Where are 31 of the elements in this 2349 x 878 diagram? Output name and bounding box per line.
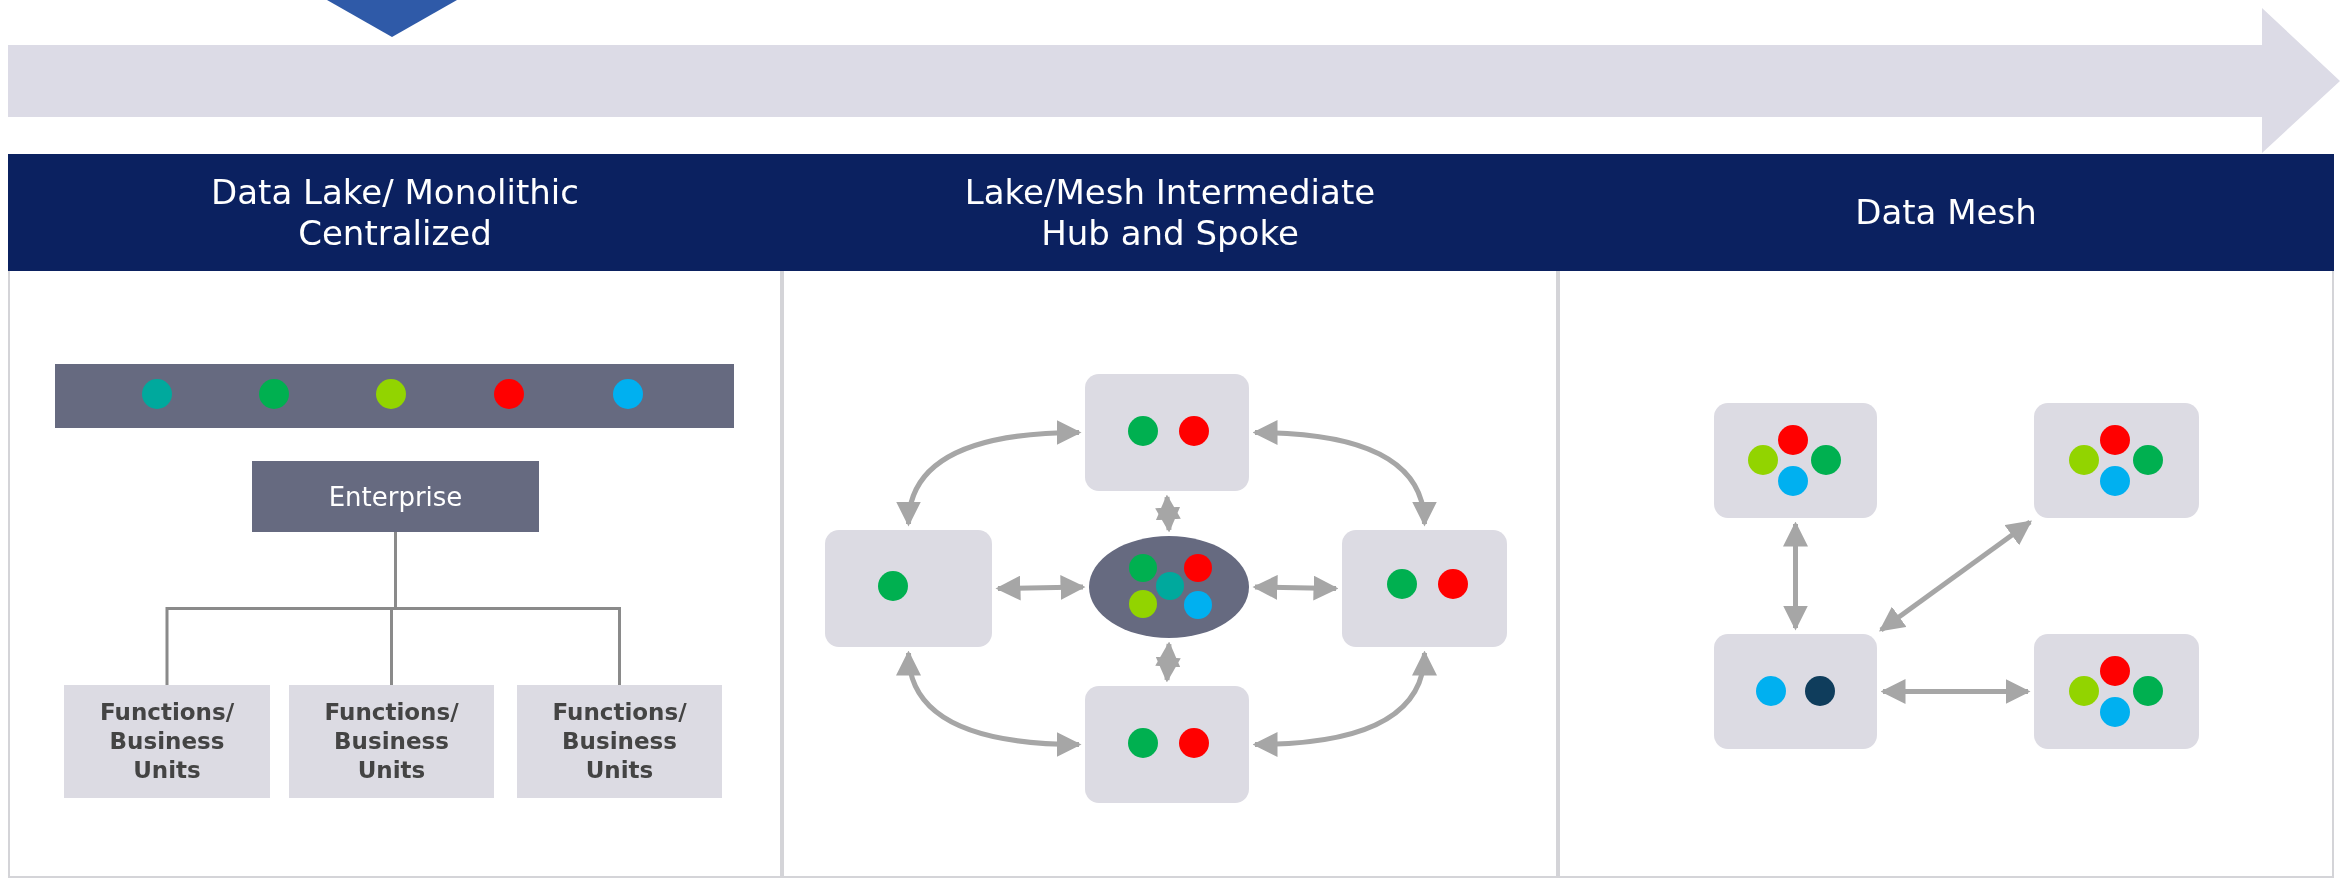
panel (1558, 154, 2334, 878)
panel (782, 154, 1558, 878)
arrow (1783, 521, 1808, 631)
rounded-box (1085, 686, 1249, 803)
rounded-box (2034, 403, 2199, 518)
arrow (1155, 641, 1181, 683)
rounded-box (2034, 634, 2199, 749)
unit-box: Functions/ Business Units (289, 685, 494, 798)
arrow (897, 420, 1082, 527)
panel-header: Data Lake/ Monolithic Centralized (8, 154, 782, 271)
panel (8, 154, 782, 878)
rounded-box (1714, 403, 1877, 518)
panel-header: Data Mesh (1558, 154, 2334, 271)
rounded-box (1342, 530, 1507, 647)
org-box: Enterprise (252, 461, 539, 532)
arrow (1880, 679, 2031, 704)
arrow (1252, 420, 1436, 527)
arrow (1155, 494, 1181, 533)
arrow (1252, 650, 1436, 757)
unit-box: Functions/ Business Units (517, 685, 722, 798)
connector-line (394, 532, 621, 685)
arrow (897, 650, 1082, 757)
arrow (1252, 574, 1339, 601)
arrow (995, 574, 1086, 601)
unit-box: Functions/ Business Units (64, 685, 270, 798)
rounded-box (825, 530, 992, 647)
arrow (1879, 519, 2032, 633)
rounded-box (1714, 634, 1877, 749)
rounded-box (1085, 374, 1249, 491)
panel-header: Lake/Mesh Intermediate Hub and Spoke (782, 154, 1558, 271)
dot-bar (55, 364, 734, 428)
